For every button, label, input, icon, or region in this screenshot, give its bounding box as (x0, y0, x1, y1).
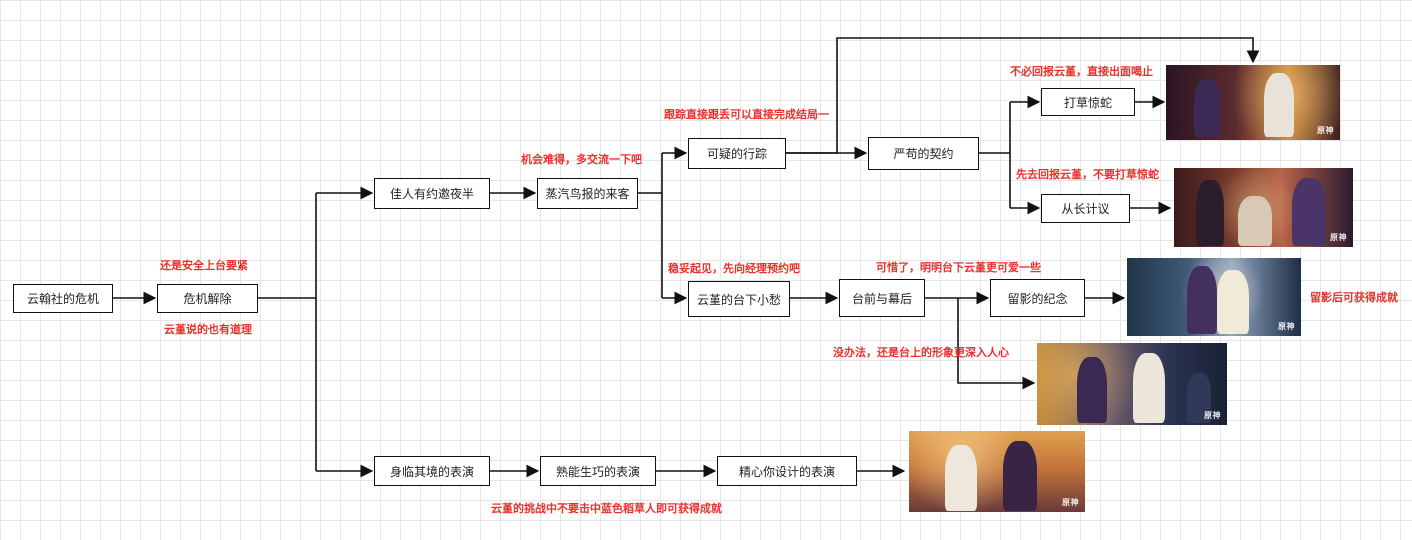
note-report-first: 先去回报云堇，不要打草惊蛇 (1016, 168, 1159, 181)
note-yunjin-right: 云堇说的也有道理 (164, 323, 252, 336)
note-steady: 稳妥起见，先向经理预约吧 (668, 262, 800, 275)
node-designed[interactable]: 精心你设计的表演 (717, 456, 857, 486)
note-achievement-photo: 留影后可获得成就 (1310, 291, 1398, 304)
game-logo-text: 原神 (1278, 322, 1295, 331)
node-crisis-resolved[interactable]: 危机解除 (157, 284, 258, 313)
edge-contract-branch (979, 102, 1011, 208)
edge-stage-down (957, 298, 1036, 390)
game-logo-text: 原神 (1317, 126, 1334, 135)
node-scare[interactable]: 打草惊蛇 (1041, 88, 1135, 116)
ending-image-designed: 原神 (909, 431, 1085, 512)
note-chance: 机会难得，多交流一下吧 (521, 153, 642, 166)
note-challenge: 云堇的挑战中不要击中蓝色稻草人即可获得成就 (491, 502, 722, 515)
node-immersive[interactable]: 身临其境的表演 (374, 456, 490, 486)
node-worry[interactable]: 云堇的台下小愁 (688, 281, 790, 317)
note-safety: 还是安全上台要紧 (160, 259, 248, 272)
node-memento[interactable]: 留影的纪念 (990, 279, 1085, 317)
node-practice[interactable]: 熟能生巧的表演 (540, 456, 656, 486)
node-long-term[interactable]: 从长计议 (1041, 194, 1130, 223)
note-follow: 跟踪直接跟丢可以直接完成结局一 (664, 108, 829, 121)
ending-image-no-choice: 原神 (1037, 343, 1227, 425)
edge-ending-one (786, 37, 1260, 154)
ending-image-memento: 原神 (1127, 258, 1301, 336)
node-steam-bird[interactable]: 蒸汽鸟报的来客 (537, 178, 638, 209)
note-pity: 可惜了，明明台下云堇更可爱一些 (876, 261, 1041, 274)
note-no-choice: 没办法，还是台上的形象更深入人心 (833, 346, 1009, 359)
node-contract[interactable]: 严苟的契约 (868, 137, 979, 170)
note-no-report: 不必回报云堇，直接出面喝止 (1010, 65, 1153, 78)
game-logo-text: 原神 (1204, 411, 1221, 420)
game-logo-text: 原神 (1330, 233, 1347, 242)
node-suspicious[interactable]: 可疑的行踪 (688, 138, 786, 169)
node-crisis[interactable]: 云翰社的危机 (13, 284, 113, 313)
ending-image-scare: 原神 (1166, 65, 1340, 140)
game-logo-text: 原神 (1062, 498, 1079, 507)
node-date[interactable]: 佳人有约邀夜半 (374, 178, 490, 209)
ending-image-long-term: 原神 (1174, 168, 1353, 247)
node-stage[interactable]: 台前与幕后 (839, 279, 925, 317)
edge-steam-branch (638, 153, 663, 298)
